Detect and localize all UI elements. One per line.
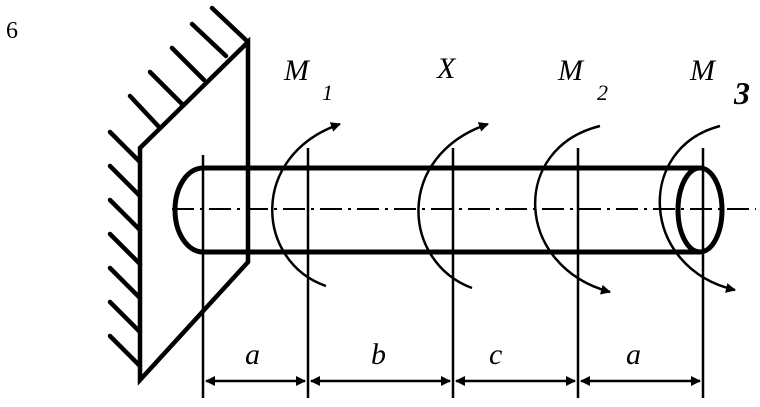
fixed-support: [107, 5, 251, 386]
torque-m3-arrow: [658, 124, 736, 293]
torque-m1-arrow: [271, 122, 341, 288]
torque-m3-index: 3: [733, 75, 750, 111]
torque-x-arrow: [417, 122, 489, 290]
torque-m2-label: M: [557, 54, 585, 87]
segment-label-3: c: [489, 338, 502, 371]
segment-label-4: a: [626, 338, 641, 371]
segment-label-1: a: [245, 338, 260, 371]
torque-m3-label: M: [689, 54, 717, 87]
torque-m1-index: 1: [322, 80, 333, 105]
segment-label-2: b: [371, 338, 386, 371]
torque-m2-arrow: [534, 124, 611, 295]
section-lines: [201, 148, 705, 398]
torque-m2-index: 2: [597, 80, 608, 105]
torque-x-label: X: [436, 52, 457, 85]
figure-number: 6: [6, 18, 18, 44]
torque-m1-label: M: [283, 54, 311, 87]
